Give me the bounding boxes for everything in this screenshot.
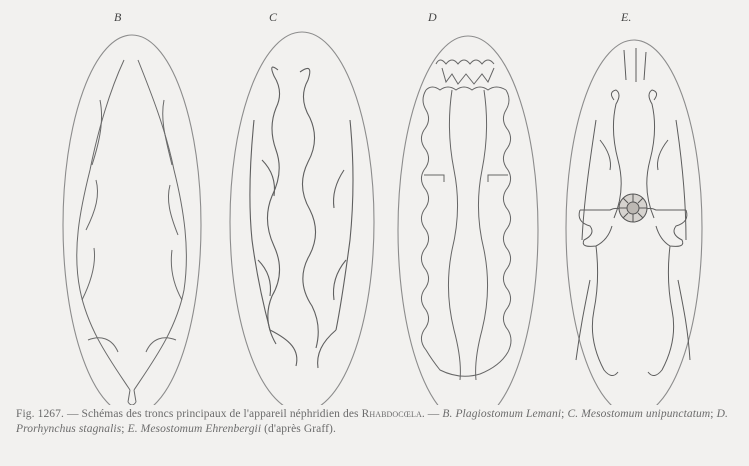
caption-e-letter: E. (128, 423, 141, 435)
outline-b (63, 35, 201, 405)
mouth-rosette-e (619, 194, 647, 222)
caption-dash: — (64, 408, 82, 420)
outline-c (230, 32, 374, 405)
vessels-d (421, 60, 511, 380)
caption-d-species: Prorhynchus stagnalis (16, 423, 121, 435)
figure-caption: Fig. 1267. — Schémas des troncs principa… (16, 407, 741, 437)
outline-e (566, 40, 702, 405)
figure-number: Fig. 1267. (16, 408, 64, 420)
caption-c-letter: C. (567, 408, 581, 420)
caption-b-species: Plagiostomum Lemani (455, 408, 561, 420)
caption-d-letter: D. (717, 408, 728, 420)
caption-b-letter: B. (442, 408, 455, 420)
caption-intro: Schémas des troncs principaux de l'appar… (82, 408, 362, 420)
nephridia-illustration (0, 0, 749, 405)
caption-c-species: Mesostomum unipunctatum (581, 408, 710, 420)
caption-e-species: Mesostomum Ehrenbergii (141, 423, 262, 435)
caption-after-group: . — (422, 408, 443, 420)
caption-source: (d'après Graff). (261, 423, 336, 435)
outline-d (398, 36, 538, 405)
vessels-b (77, 60, 187, 405)
caption-group: Rhabdocœla (362, 408, 422, 420)
vessels-c (250, 67, 353, 368)
